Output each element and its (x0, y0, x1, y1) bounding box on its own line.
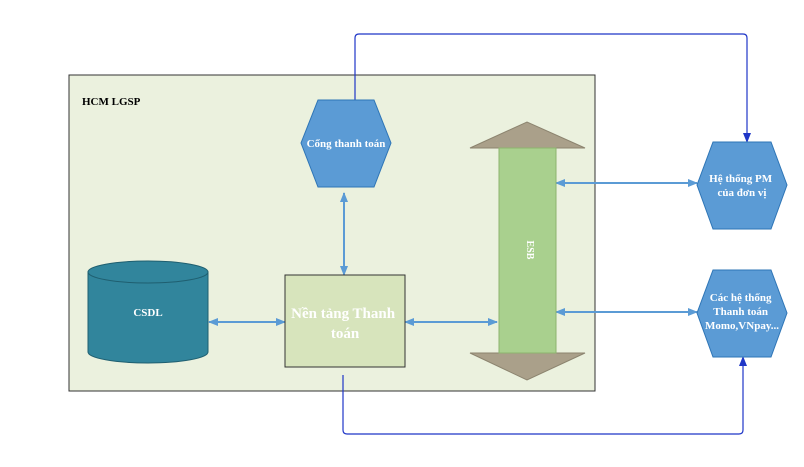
payment-platform-label-line2: toán (331, 326, 360, 342)
payment-systems-label-line1: Các hệ thống (710, 292, 772, 304)
unit-system-label-line1: Hệ thống PM (709, 173, 773, 185)
esb-bus: ESB (469, 121, 586, 381)
payment-systems-label-line3: Momo,VNpay... (705, 320, 779, 332)
unit-system-hexagon (696, 141, 788, 230)
database-cylinder (87, 260, 209, 364)
unit-system-label-line2: của đơn vị (718, 187, 767, 199)
payment-gateway-label: Cổng thanh toán (307, 138, 386, 150)
payment-platform-label-line1: Nền tảng Thanh (291, 306, 396, 322)
esb-body (498, 147, 557, 354)
payment-systems-label: Các hệ thống Thanh toán Momo,VNpay... (705, 292, 779, 332)
payment-systems-label-line2: Thanh toán (713, 306, 768, 318)
payment-platform-label: Nền tảng Thanh toán (291, 306, 399, 342)
unit-system-label: Hệ thống PM của đơn vị (709, 173, 775, 199)
payment-platform-box (284, 274, 406, 368)
payment-systems-hexagon (696, 269, 788, 358)
connector-gateway-to-unit-system (354, 33, 751, 143)
connector-platform-to-payment-systems (342, 356, 747, 435)
database-label: CSDL (133, 307, 162, 319)
payment-gateway-hexagon (300, 99, 392, 188)
container-title: HCM LGSP (82, 96, 141, 108)
esb-label: ESB (524, 241, 535, 260)
